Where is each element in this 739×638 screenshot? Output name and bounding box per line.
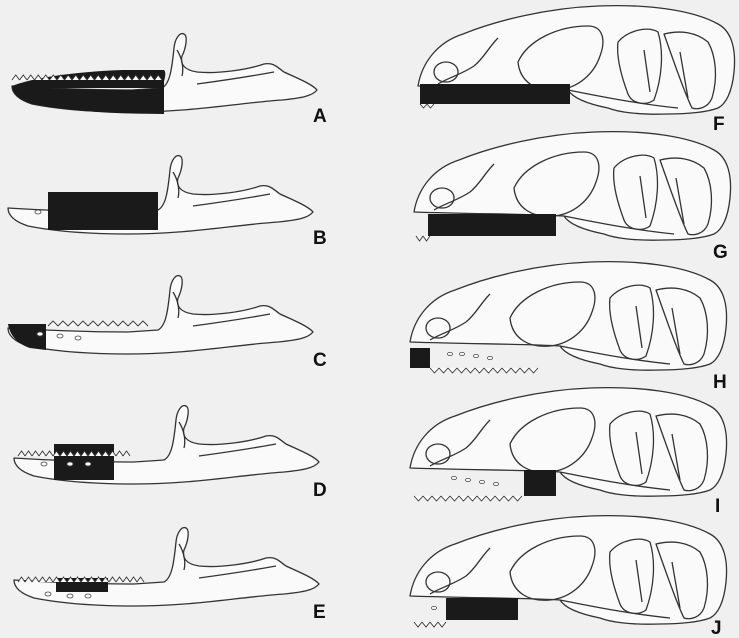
tooth (25, 577, 32, 582)
tooth (416, 236, 423, 241)
tooth (118, 321, 128, 326)
tooth (430, 368, 439, 373)
tooth (18, 577, 25, 582)
tooth (427, 104, 434, 108)
tooth (12, 75, 20, 80)
panel-label-i: I (715, 496, 720, 517)
panel-j (410, 516, 727, 627)
tooth (486, 496, 495, 501)
tooth (448, 368, 457, 373)
tooth (138, 321, 148, 326)
tooth (88, 321, 98, 326)
tooth (441, 496, 450, 501)
tooth (123, 577, 130, 582)
tooth (502, 368, 511, 373)
tooth (420, 104, 427, 108)
tooth (414, 496, 423, 501)
tooth (477, 496, 486, 501)
panel-label-g: G (713, 242, 728, 263)
tooth (130, 577, 137, 582)
panel-label-f: F (713, 114, 725, 135)
tooth (109, 577, 116, 582)
tooth (58, 321, 68, 326)
tooth (438, 622, 446, 627)
tooth (414, 622, 422, 627)
tooth (46, 577, 53, 582)
tooth (68, 321, 78, 326)
tooth (423, 236, 430, 241)
panel-label-a: A (313, 106, 327, 127)
tooth (78, 321, 88, 326)
tooth (513, 496, 522, 501)
tooth (128, 321, 138, 326)
tooth (459, 496, 468, 501)
panel-label-h: H (713, 372, 727, 393)
tooth (450, 496, 459, 501)
tooth (430, 622, 438, 627)
tooth (495, 496, 504, 501)
tooth (468, 496, 477, 501)
tooth (32, 577, 39, 582)
tooth (504, 496, 513, 501)
tooth (484, 368, 493, 373)
panel-g (414, 132, 731, 241)
tooth (493, 368, 502, 373)
tooth (116, 451, 123, 456)
tooth (457, 368, 466, 373)
panel-label-b: B (313, 228, 327, 249)
tooth (520, 368, 529, 373)
tooth (18, 451, 25, 456)
panel-i (410, 388, 727, 501)
panel-b (8, 156, 313, 234)
panel-h (410, 262, 727, 373)
panel-label-j: J (711, 618, 722, 638)
tooth (46, 451, 53, 456)
tooth (48, 321, 58, 326)
tooth (98, 321, 108, 326)
tooth (108, 321, 118, 326)
tooth (529, 368, 538, 373)
panel-d (14, 406, 319, 484)
panel-c (8, 276, 313, 354)
panel-f (418, 6, 735, 115)
tooth (27, 75, 35, 80)
tooth (466, 368, 475, 373)
panel-a (12, 34, 317, 114)
tooth (422, 622, 430, 627)
tooth (123, 451, 130, 456)
tooth (39, 577, 46, 582)
tooth (39, 451, 46, 456)
tooth (32, 451, 39, 456)
tooth (35, 75, 43, 80)
tooth (475, 368, 484, 373)
tooth (20, 75, 28, 80)
tooth (511, 368, 520, 373)
panel-label-c: C (313, 350, 327, 371)
tooth (432, 496, 441, 501)
panel-label-e: E (313, 602, 326, 623)
tooth (116, 577, 123, 582)
tooth (137, 577, 144, 582)
tooth (439, 368, 448, 373)
tooth (25, 451, 32, 456)
panel-label-d: D (313, 480, 327, 501)
tooth (423, 496, 432, 501)
panel-e (14, 528, 319, 606)
